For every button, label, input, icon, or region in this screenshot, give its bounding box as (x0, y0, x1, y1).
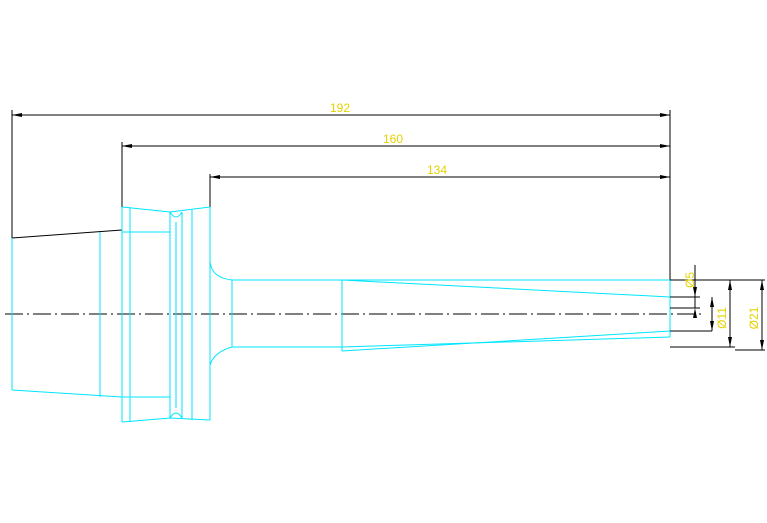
shank-body (232, 279, 671, 352)
dim-160-label: 160 (383, 132, 403, 146)
dia-11-label: Ø11 (715, 307, 729, 329)
dia-21-label: Ø21 (747, 306, 761, 329)
diameter-dimensions (670, 265, 765, 351)
dim-134-label: 134 (427, 163, 447, 177)
neck-fillet (209, 207, 233, 366)
dim-192-label: 192 (330, 101, 350, 115)
dimension-192: 192 (11, 101, 670, 238)
dimension-134: 134 (209, 163, 670, 207)
flange-body (121, 206, 211, 423)
taper-shank (11, 229, 123, 398)
dimension-160: 160 (121, 132, 670, 207)
dia-5-label: Ø5 (683, 272, 697, 288)
